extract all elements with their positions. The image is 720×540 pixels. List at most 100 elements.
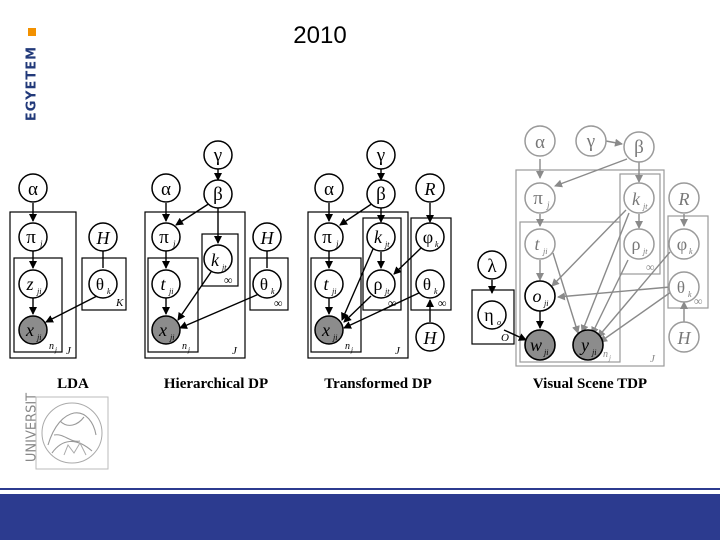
svg-text:α: α [161, 179, 171, 200]
vstdp-node-pi [524, 182, 556, 214]
svg-text:jt: jt [384, 240, 390, 249]
vstdp-node-lambda [477, 250, 507, 280]
svg-text:ji: ji [542, 247, 547, 256]
svg-text:ji: ji [168, 287, 173, 296]
svg-text:ji: ji [169, 333, 174, 342]
svg-text:j: j [350, 346, 353, 354]
svg-text:J: J [66, 345, 72, 357]
svg-text:jt: jt [642, 247, 648, 256]
svg-text:H: H [423, 328, 438, 348]
svg-text:J: J [232, 345, 238, 357]
tdp-node-k [366, 222, 396, 252]
svg-text:ji: ji [332, 333, 337, 342]
caption-lda: LDA [57, 376, 89, 392]
svg-text:β: β [376, 184, 386, 205]
svg-text:α: α [28, 179, 38, 200]
svg-text:t: t [534, 234, 540, 254]
svg-text:k: k [374, 227, 383, 247]
vstdp-node-y-observed [572, 329, 604, 361]
vstdp-node-R [668, 182, 700, 214]
tdp-node-phi [415, 222, 445, 252]
svg-text:n: n [603, 349, 608, 360]
vstdp-node-o [524, 280, 556, 312]
vstdp-node-gamma [575, 125, 607, 157]
vstdp-node-H [668, 321, 700, 353]
tdp-node-theta [415, 269, 445, 299]
svg-text:θ: θ [260, 275, 268, 294]
svg-text:θ: θ [96, 275, 104, 294]
svg-text:t: t [323, 274, 329, 294]
svg-text:α: α [324, 179, 334, 200]
lda-plate-K [81, 257, 127, 311]
svg-text:K: K [115, 297, 124, 309]
lda-node-x-observed [18, 315, 48, 345]
caption-hierarchical-dp: Hierarchical DP [163, 376, 269, 392]
svg-text:R: R [424, 179, 436, 199]
svg-text:∞: ∞ [694, 294, 703, 308]
svg-text:ρ: ρ [632, 234, 641, 254]
caption-visual-scene-tdp: Visual Scene TDP [532, 376, 648, 392]
lda-model: α π j z ji x ji H θ k n j J K [9, 173, 127, 359]
lda-plate-n [13, 257, 63, 353]
hdp-node-k [203, 244, 233, 274]
svg-text:ji: ji [331, 287, 336, 296]
logo-orange-square [28, 28, 36, 36]
svg-text:J: J [650, 353, 656, 365]
vstdp-node-w-observed [524, 329, 556, 361]
svg-text:t: t [160, 274, 166, 294]
svg-text:α: α [535, 132, 545, 153]
vstdp-node-theta [668, 271, 700, 303]
vstdp-node-beta [623, 131, 655, 163]
hdp-node-x-observed [151, 315, 181, 345]
tdp-node-beta [366, 179, 396, 209]
svg-text:ji: ji [543, 348, 548, 357]
svg-text:n: n [182, 341, 187, 352]
hdp-model: γ β α π j t ji x ji k jt H θ k n j J ∞ ∞ [144, 140, 289, 359]
svg-text:j: j [608, 354, 611, 362]
svg-text:jt: jt [221, 263, 227, 272]
tdp-node-R [415, 173, 445, 203]
svg-text:θ: θ [423, 275, 431, 294]
svg-text:w: w [530, 335, 542, 355]
tdp-node-t [314, 269, 344, 299]
svg-text:∞: ∞ [224, 273, 233, 287]
university-seal-image [35, 396, 109, 470]
svg-text:x: x [321, 320, 330, 340]
tdp-node-rho [366, 269, 396, 299]
hdp-node-pi [151, 222, 181, 252]
hdp-node-beta [203, 179, 233, 209]
svg-text:∞: ∞ [438, 296, 447, 310]
svg-text:x: x [158, 320, 167, 340]
svg-text:γ: γ [586, 131, 595, 152]
tdp-node-x-observed [314, 315, 344, 345]
svg-text:n: n [345, 341, 350, 352]
vstdp-node-eta [477, 300, 507, 330]
svg-text:φ: φ [423, 227, 433, 247]
svg-text:∞: ∞ [646, 260, 655, 274]
svg-text:o: o [497, 318, 501, 327]
svg-text:γ: γ [376, 145, 385, 166]
svg-text:H: H [260, 228, 275, 248]
svg-text:jt: jt [642, 202, 648, 211]
hdp-plate-k-inf [201, 233, 239, 287]
svg-text:n: n [49, 341, 54, 352]
lda-node-theta [88, 269, 118, 299]
lda-node-pi [18, 222, 48, 252]
svg-text:π: π [533, 188, 543, 209]
svg-text:ji: ji [543, 299, 548, 308]
hdp-node-gamma [203, 140, 233, 170]
vstdp-model: α γ β π j t ji k jt ρ jt R φ k λ η o o j… [471, 125, 709, 367]
hdp-node-H [252, 222, 282, 252]
svg-text:R: R [678, 189, 690, 209]
svg-text:j: j [39, 239, 43, 249]
tdp-node-gamma [366, 140, 396, 170]
vstdp-node-rho [623, 228, 655, 260]
svg-text:ji: ji [36, 287, 41, 296]
lda-plate-J [9, 211, 77, 359]
svg-text:jt: jt [384, 287, 390, 296]
svg-text:π: π [322, 227, 332, 248]
svg-text:j: j [335, 239, 339, 249]
svg-text:β: β [213, 184, 223, 205]
svg-text:∞: ∞ [274, 296, 283, 310]
